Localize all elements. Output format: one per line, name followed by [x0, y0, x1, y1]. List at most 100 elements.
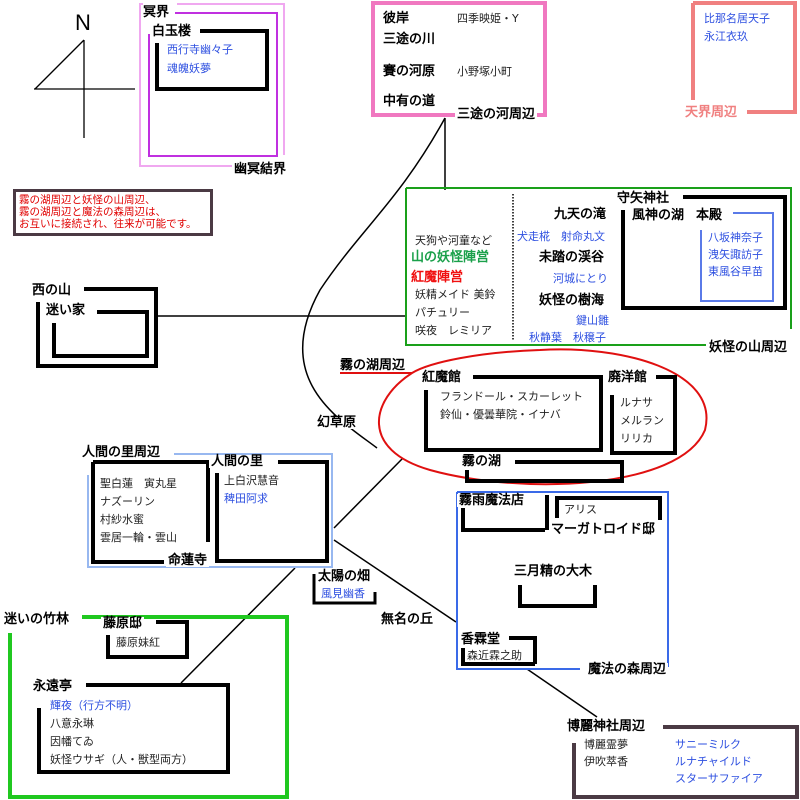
myouren-title: 命蓮寺 [166, 553, 210, 568]
moriya-resident: 洩矢諏訪子 [708, 248, 763, 261]
west-mountain-title: 西の山 [30, 283, 74, 298]
eientei-resident: 妖怪ウサギ（人・獣型両方） [50, 753, 193, 766]
faction-member: パチュリー [415, 306, 470, 319]
kyuuten-residents: 犬走椛 射命丸文 [517, 230, 605, 243]
kirisame-border [461, 495, 549, 532]
village-region-border [87, 453, 333, 568]
faction-member: 妖精メイド 美鈴 [415, 288, 496, 301]
village-title: 人間の里 [209, 454, 266, 469]
koumakan-border [424, 375, 603, 452]
forest-border [456, 491, 669, 670]
myouren-resident: 雲居一輪・雲山 [100, 531, 177, 544]
kourindou-border [461, 636, 537, 666]
higan-place: 彼岸 [383, 11, 410, 26]
village-resident: 稗田阿求 [224, 492, 268, 505]
mountain-border [405, 187, 792, 346]
eientei-resident: 輝夜（行方不明） [50, 699, 138, 712]
hakugyokurou-resident: 魂魄妖夢 [167, 62, 211, 75]
tenkai-border [691, 1, 797, 114]
koumakan-resident: フランドール・スカーレット [440, 390, 583, 403]
sunflower-border [312, 574, 377, 605]
faction-member: 咲夜 レミリア [415, 324, 492, 337]
higan-place: 賽の河原 [383, 64, 436, 79]
great-tree-border [518, 585, 597, 608]
higan-resident: 小野塚小町 [457, 65, 512, 78]
moriya-lake: 風神の湖 [632, 208, 685, 223]
eientei-resident: 八意永琳 [50, 717, 94, 730]
fujiwara-title: 藤原邸 [101, 616, 145, 631]
myouren-resident: ナズーリン [100, 495, 155, 508]
higan-place: 三途の川 [383, 32, 436, 47]
koumakan-title: 紅魔館 [420, 370, 464, 385]
fujiwara-border [106, 620, 189, 659]
honden-title: 本殿 [694, 208, 725, 223]
great-tree-title: 三月精の大木 [514, 564, 593, 579]
haiyoukan-border [610, 375, 677, 455]
moriya-border [621, 195, 787, 310]
hakugyokurou-border [155, 29, 269, 91]
mitou-resident: 河城にとり [553, 272, 608, 285]
hakurei-fairy: ルナチャイルド [675, 755, 752, 768]
myouren-border [91, 460, 210, 564]
eientei-border [37, 683, 230, 774]
koumakan-faction: 紅魔陣営 [411, 270, 464, 285]
mayoiga-title: 迷い家 [44, 303, 88, 318]
kirisame-title: 霧雨魔法店 [457, 493, 527, 508]
hakurei-region-label: 博麗神社周辺 [565, 719, 648, 734]
margatroid-title: マーガトロイド邸 [549, 522, 658, 537]
village-border [215, 460, 329, 563]
sunflower-title: 太陽の畑 [318, 569, 371, 584]
lake-ellipse [378, 348, 708, 486]
village-resident: 上白沢慧音 [224, 474, 279, 487]
higan-region-label: 三途の河周辺 [455, 107, 538, 122]
sunflower-resident: 風見幽香 [321, 587, 365, 600]
mitou-title: 未踏の渓谷 [539, 250, 605, 265]
eientei-resident: 因幡てゐ [50, 735, 94, 748]
kyuuten-title: 九天の滝 [554, 207, 607, 222]
lake-region-label: 霧の湖周辺 [340, 358, 406, 373]
jukai-resident: 秋静葉 秋穣子 [529, 331, 606, 344]
kourindou-title: 香霖堂 [459, 632, 503, 647]
higan-resident: 四季映姫・Y [457, 12, 519, 25]
margatroid-resident: アリス [564, 503, 597, 516]
compass-icon [34, 39, 135, 138]
village-region-label: 人間の里周辺 [80, 445, 163, 460]
hakurei-resident: 博麗霊夢 [584, 738, 628, 751]
haiyoukan-resident: メルラン [620, 414, 664, 427]
moriya-title: 守矢神社 [615, 191, 672, 206]
moriya-resident: 八坂神奈子 [708, 231, 763, 244]
lake-title: 霧の湖 [460, 454, 504, 469]
haiyoukan-resident: ルナサ [620, 396, 653, 409]
meikai-outer-border [139, 3, 285, 167]
hakurei-resident: 伊吹萃香 [584, 755, 628, 768]
fujiwara-resident: 藤原妹紅 [116, 636, 160, 649]
haiyoukan-resident: リリカ [620, 432, 653, 445]
meikai-barrier-label: 幽冥結界 [232, 162, 289, 177]
tenkai-resident: 比那名居天子 [704, 12, 770, 25]
compass-north-label: N [75, 10, 91, 35]
west-mountain-border [36, 287, 158, 368]
mountain-region-label: 妖怪の山周辺 [707, 340, 790, 355]
tenkai-resident: 永江衣玖 [704, 30, 748, 43]
note-line: 霧の湖周辺と妖怪の山周辺、 [19, 194, 156, 206]
note-line: お互いに接続され、往来が可能です。 [19, 218, 197, 230]
meikai-title: 冥界 [141, 5, 172, 20]
hakugyokurou-title: 白玉楼 [150, 24, 194, 39]
mountain-faction: 山の妖怪陣営 [411, 250, 490, 265]
myouren-resident: 聖白蓮 寅丸星 [100, 477, 177, 490]
forest-region-label: 魔法の森周辺 [586, 662, 669, 677]
bamboo-border [8, 615, 289, 799]
jukai-resident: 鍵山雛 [576, 314, 609, 327]
kourindou-resident: 森近霖之助 [467, 649, 522, 662]
haiyoukan-title: 廃洋館 [606, 370, 650, 385]
note-line: 霧の湖周辺と魔法の森周辺は、 [19, 206, 166, 218]
hakurei-border [572, 725, 799, 799]
mountain-intro: 天狗や河童など [415, 234, 492, 247]
bamboo-region-label: 迷いの竹林 [2, 612, 72, 627]
connection-note: 霧の湖周辺と妖怪の山周辺、 霧の湖周辺と魔法の森周辺は、 お互いに接続され、往来… [13, 189, 213, 236]
honden-border [700, 212, 774, 302]
moriya-resident: 東風谷早苗 [708, 265, 763, 278]
margatroid-border [555, 496, 662, 520]
hakurei-fairy: サニーミルク [675, 738, 741, 751]
